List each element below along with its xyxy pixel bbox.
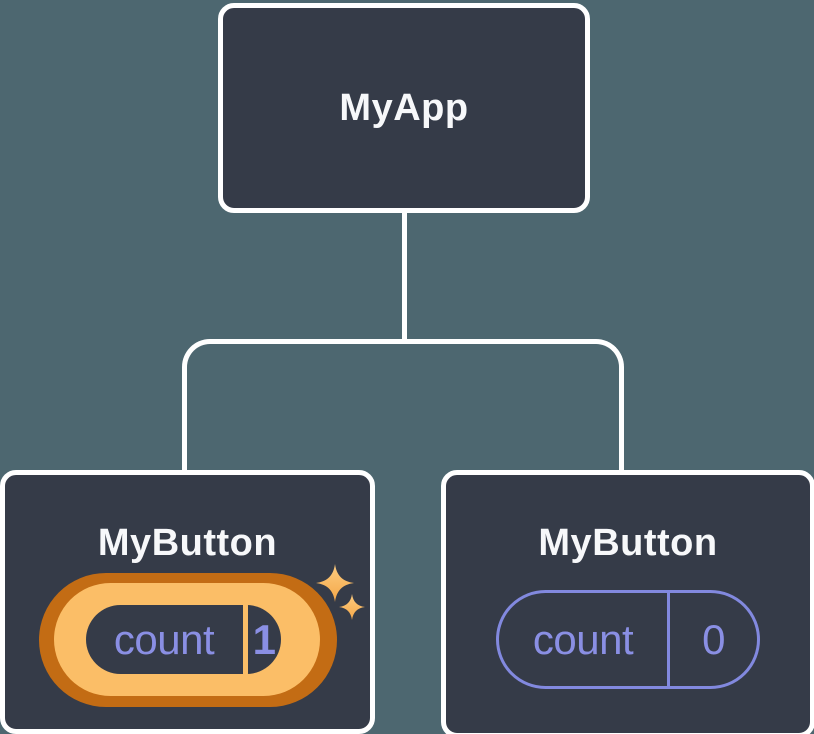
state-name: count xyxy=(113,615,215,663)
state-pill-highlight-ring-inner: count 1 xyxy=(53,583,320,696)
connector-branch-bracket xyxy=(182,339,624,470)
component-node-mybutton-left: MyButton count 1 xyxy=(0,470,375,734)
state-pill: count 0 xyxy=(496,590,760,689)
pill-divider xyxy=(242,605,248,674)
component-node-myapp: MyApp xyxy=(218,3,590,213)
sparkle-icon xyxy=(339,594,365,620)
node-title: MyApp xyxy=(339,86,469,129)
component-node-mybutton-right: MyButton count 0 xyxy=(441,470,814,734)
sparkle-icon xyxy=(316,564,354,602)
state-pill-highlight-ring: count 1 xyxy=(38,573,337,707)
node-title: MyButton xyxy=(97,522,278,564)
state-pill: count 1 xyxy=(85,605,281,674)
connector-root-line xyxy=(402,210,407,344)
state-value: 0 xyxy=(702,615,725,663)
state-value: 1 xyxy=(252,615,276,663)
pill-divider xyxy=(667,593,670,686)
state-name: count xyxy=(532,615,634,663)
node-title: MyButton xyxy=(538,522,718,564)
